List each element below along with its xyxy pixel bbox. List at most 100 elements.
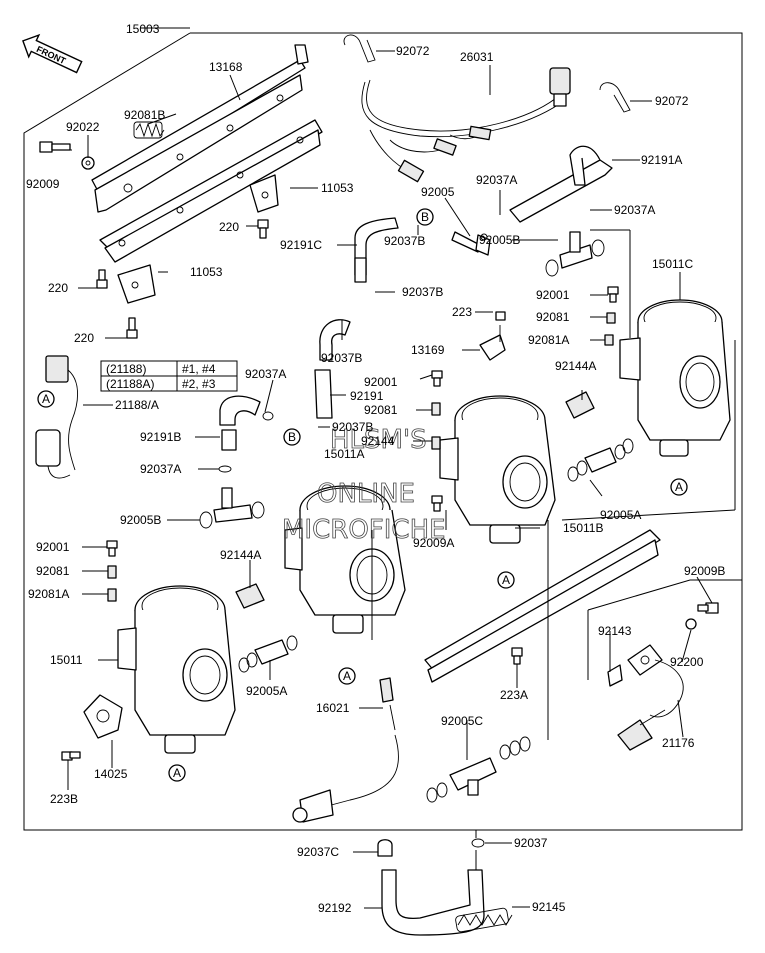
hose-92191a xyxy=(509,145,613,223)
carburetor-15011c xyxy=(619,299,731,457)
spring-92145 xyxy=(455,907,513,933)
clamp-92072-a xyxy=(343,34,376,63)
label-92037a-b: 92037A xyxy=(614,203,655,217)
label-14025: 14025 xyxy=(94,767,128,781)
label-92081b: 92081B xyxy=(124,108,165,122)
label-92037a-a: 92037A xyxy=(476,173,517,187)
carburetor-15011a xyxy=(284,485,406,634)
screw-92009b xyxy=(697,602,719,614)
coupling-92005a-lower xyxy=(238,635,298,673)
label-92200: 92200 xyxy=(670,655,704,669)
watermark: HLSM'S ONLINE MICROFICHE xyxy=(282,425,446,546)
cover-14025 xyxy=(83,694,123,739)
callout-b-mid: B xyxy=(283,428,301,446)
label-92005b-a: 92005B xyxy=(479,233,520,247)
table-cyl-2: #2, #3 xyxy=(182,377,216,391)
y-joint-92005b-lower xyxy=(199,487,265,529)
label-92037: 92037 xyxy=(514,836,548,850)
label-92191c: 92191C xyxy=(280,238,322,252)
label-92001-a: 92001 xyxy=(536,288,570,302)
label-220-a: 220 xyxy=(219,220,239,234)
screw-92001-c xyxy=(106,540,118,557)
label-92081-b: 92081 xyxy=(364,403,398,417)
choke-cable-16021 xyxy=(292,677,399,823)
label-223: 223 xyxy=(452,305,472,319)
label-92081a-b: 92081A xyxy=(28,587,69,601)
label-92145: 92145 xyxy=(532,900,566,914)
label-92001-b: 92001 xyxy=(364,375,398,389)
label-15011c: 15011C xyxy=(652,257,693,271)
label-92072-b: 92072 xyxy=(655,94,689,108)
label-26031: 26031 xyxy=(460,50,494,64)
table-cyl-1: #1, #4 xyxy=(182,362,216,376)
clip-92143 xyxy=(607,664,623,687)
fuel-rail-lower-bracket xyxy=(99,119,323,263)
rail-plate xyxy=(424,529,661,683)
screw-220-c xyxy=(126,317,138,339)
label-21176: 21176 xyxy=(662,736,695,750)
label-92005a-a: 92005A xyxy=(600,508,641,522)
fitting-92037c xyxy=(377,839,393,857)
label-92037b-a: 92037B xyxy=(384,234,425,248)
spring-92144-a xyxy=(431,436,441,450)
assembly-outline xyxy=(23,32,743,831)
callout-a-bottom: A xyxy=(168,764,186,782)
screw-223b xyxy=(61,751,81,761)
svg-text:A: A xyxy=(173,766,181,780)
svg-text:B: B xyxy=(421,210,429,224)
spring-92081a-a xyxy=(604,334,614,346)
label-92191b: 92191B xyxy=(140,430,181,444)
label-92191: 92191 xyxy=(350,389,384,403)
label-11053-b: 11053 xyxy=(190,265,223,279)
fuel-rail-bracket-13168 xyxy=(91,44,309,213)
bolt-92009 xyxy=(39,141,71,153)
label-92143: 92143 xyxy=(598,624,632,638)
label-92037a-c: 92037A xyxy=(245,367,286,381)
label-21188a: 21188/A xyxy=(115,398,159,412)
washer-92022 xyxy=(81,156,95,170)
table-code-2: (21188A) xyxy=(106,377,154,391)
label-13169: 13169 xyxy=(411,343,445,357)
hose-92192 xyxy=(381,869,485,936)
svg-text:A: A xyxy=(502,573,510,587)
svg-text:MICROFICHE: MICROFICHE xyxy=(282,515,446,545)
wiring-harness-26031 xyxy=(361,67,571,183)
screw-92001-b xyxy=(431,370,443,387)
label-92037a-d: 92037A xyxy=(140,462,181,476)
label-92001-c: 92001 xyxy=(36,540,70,554)
leader-lines xyxy=(52,27,736,909)
screw-220-b xyxy=(96,269,108,289)
svg-text:A: A xyxy=(343,669,351,683)
label-92037c: 92037C xyxy=(297,845,339,859)
coupling-92005a-upper xyxy=(567,438,634,482)
label-92081-c: 92081 xyxy=(36,564,70,578)
label-92037b-b: 92037B xyxy=(402,285,443,299)
bracket-11053-upper xyxy=(249,174,279,213)
callout-a-center: A xyxy=(338,667,356,685)
label-92005c: 92005C xyxy=(441,714,483,728)
label-92022: 92022 xyxy=(66,120,100,134)
label-220-c: 220 xyxy=(74,331,94,345)
label-92009a: 92009A xyxy=(413,536,454,550)
y-joint-92005b-upper xyxy=(545,231,605,277)
sensor-21188 xyxy=(35,355,78,479)
label-92005b-b: 92005B xyxy=(120,513,161,527)
svg-text:B: B xyxy=(288,430,296,444)
spring-92144a-a xyxy=(565,391,595,419)
label-92005a-b: 92005A xyxy=(246,684,287,698)
spring-92081b xyxy=(133,121,165,139)
bracket-13169 xyxy=(479,311,506,361)
label-92072-a: 92072 xyxy=(396,44,430,58)
clamp-92072-b xyxy=(599,82,631,113)
clip-92037 xyxy=(471,838,485,848)
label-92192: 92192 xyxy=(318,901,352,915)
hose-92191b xyxy=(219,395,261,451)
screw-223a xyxy=(511,647,523,665)
svg-text:A: A xyxy=(42,392,50,406)
label-11053-a: 11053 xyxy=(321,181,354,195)
sub-assembly-outline xyxy=(587,579,742,611)
label-16021: 16021 xyxy=(316,701,350,715)
label-15003: 15003 xyxy=(126,22,160,36)
svg-text:A: A xyxy=(675,480,683,494)
